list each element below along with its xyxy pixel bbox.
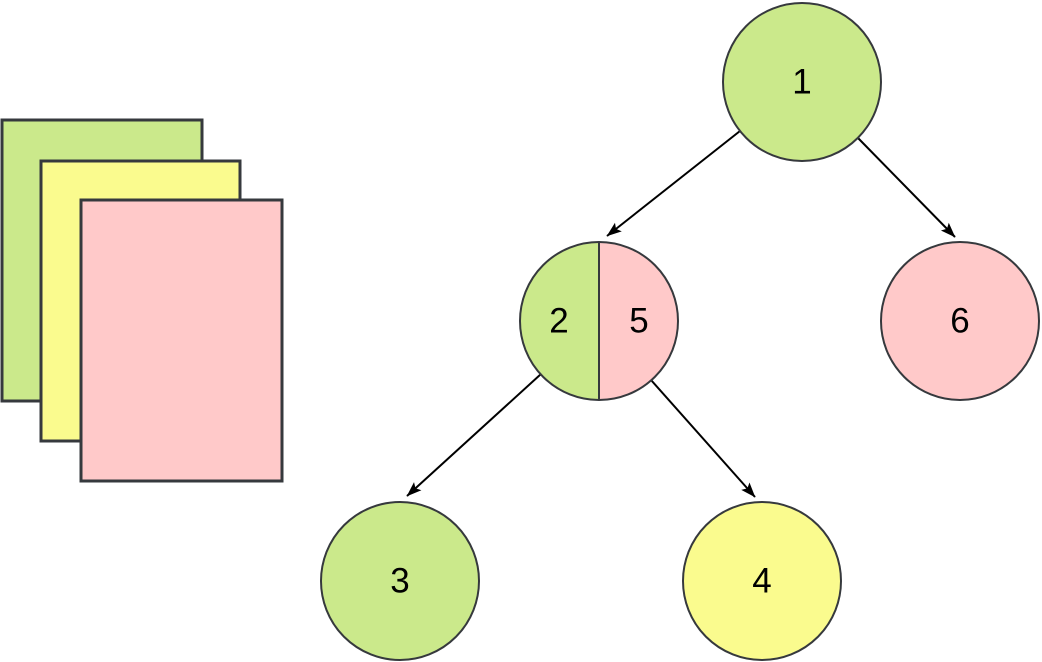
stack-sheet-pink — [79, 198, 284, 483]
node-label-6: 6 — [950, 302, 969, 341]
node-label-5: 5 — [629, 302, 648, 341]
node-label-3: 3 — [390, 562, 409, 601]
node-label-1: 1 — [792, 63, 811, 102]
tree-node-1 — [722, 2, 882, 162]
tree-node-2-5 — [519, 241, 679, 401]
tree-edge-2-5-to-3 — [406, 373, 542, 497]
tree-node-4 — [682, 501, 842, 661]
tree-edge-1-to-6 — [857, 137, 956, 238]
tree-edge-2-5-to-4 — [650, 379, 756, 498]
split-node-right-half — [599, 242, 678, 400]
tree-edge-1-to-2-5 — [606, 130, 741, 237]
node-label-2: 2 — [549, 302, 568, 341]
stack-group — [0, 118, 284, 483]
split-node-outline — [519, 241, 679, 401]
split-node-left-half — [520, 242, 599, 400]
tree-node-3 — [320, 501, 480, 661]
node-label-4: 4 — [752, 562, 771, 601]
nodes-group: 1 2 5 6 3 4 — [320, 2, 1040, 661]
tree-node-6 — [880, 241, 1040, 401]
edges-group — [406, 130, 956, 498]
